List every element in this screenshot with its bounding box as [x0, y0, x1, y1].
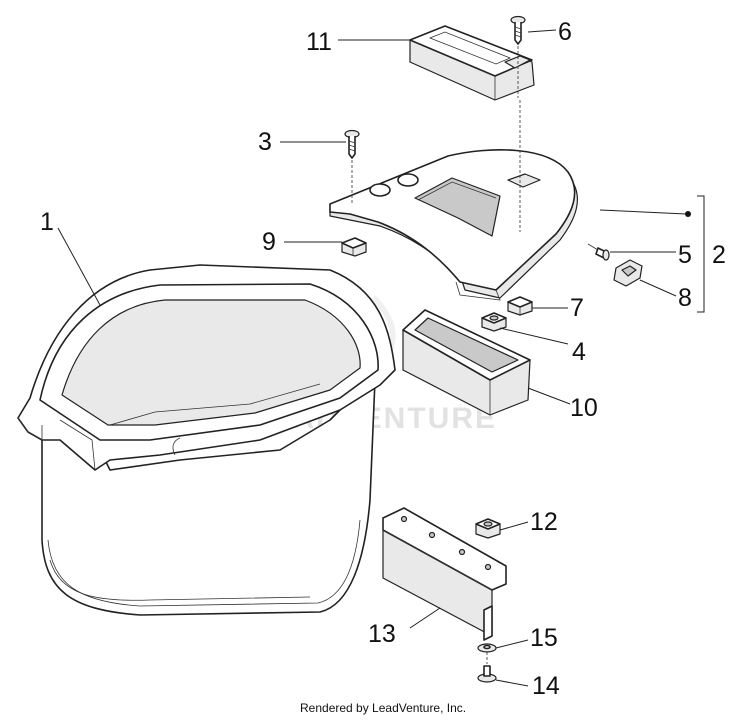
callout-2: 2 — [712, 241, 726, 269]
part-14-screw — [477, 652, 497, 683]
part-10-tray — [402, 309, 531, 416]
callout-8: 8 — [678, 284, 692, 312]
part-8-clip — [613, 259, 643, 287]
part-13-bracket — [382, 507, 507, 641]
part-3-screw — [344, 129, 360, 159]
part-15-washer — [477, 643, 497, 653]
callout-11: 11 — [306, 28, 332, 56]
footer-credit: Rendered by LeadVenture, Inc. — [300, 701, 466, 715]
alignment-line-6 — [517, 46, 521, 232]
part-9-nut — [341, 237, 367, 257]
part-12-nut — [475, 518, 501, 539]
part-5-rivet — [587, 243, 610, 261]
part-7-nut — [507, 296, 533, 316]
callout-9: 9 — [262, 228, 276, 256]
callout-6: 6 — [558, 18, 572, 46]
callout-7: 7 — [570, 294, 584, 322]
callout-13: 13 — [368, 620, 396, 648]
part-1-storage-bin — [17, 264, 396, 616]
callout-3: 3 — [258, 128, 272, 156]
callout-5: 5 — [678, 241, 692, 269]
part-2-lid-plate — [329, 149, 579, 301]
callout-14: 14 — [532, 672, 560, 700]
part-11-latch-cover — [409, 25, 535, 101]
callout-4: 4 — [572, 338, 586, 366]
part-4-nut — [481, 312, 507, 332]
leader-lines — [57, 29, 705, 687]
callout-12: 12 — [530, 508, 558, 536]
callout-10: 10 — [570, 394, 598, 422]
callout-1: 1 — [40, 208, 54, 236]
callout-15: 15 — [530, 624, 558, 652]
part-6-screw — [510, 15, 526, 45]
